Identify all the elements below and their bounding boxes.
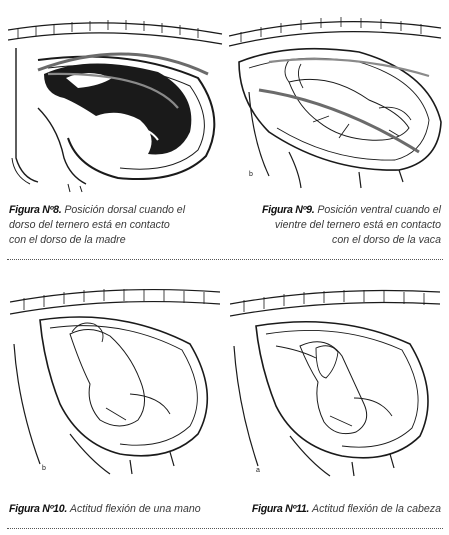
figure-11-caption: Figura Nº11. Actitud flexión de la cabez… [226,502,441,517]
dotted-separator [7,259,443,260]
dotted-separator-bottom [7,528,443,529]
figure-9-letter: b [249,171,253,178]
figure-9-text-1: Posición ventral cuando el [317,204,441,216]
figure-9-illustration: b [229,12,443,192]
figure-10-label: Figura Nº10. [9,503,67,515]
figure-10-illustration: b [10,284,222,480]
figure-8-label: Figura Nº8. [9,204,62,216]
figure-11-label: Figura Nº11. [251,503,310,515]
figure-11-text-1: Actitud flexión de la cabeza [312,503,441,515]
figure-8-text-1: Posición dorsal cuando el [64,204,186,216]
figure-9-text-3: con el dorso de la vaca [332,234,441,246]
figure-8-illustration [8,8,226,194]
figure-10-text-1: Actitud flexión de una mano [69,503,201,515]
figure-9-text-2: vientre del ternero está en contacto [274,219,441,231]
figure-8-caption: Figura Nº8. Posición dorsal cuando el do… [9,203,224,248]
figure-10-caption: Figura Nº10. Actitud flexión de una mano [9,502,229,517]
figure-9-caption: Figura Nº9. Posición ventral cuando el v… [226,203,441,248]
figure-11-illustration: a [230,286,442,482]
figure-11-letter: a [256,467,260,474]
figure-8-text-2: dorso del ternero está en contacto [9,219,170,231]
figure-10-letter: b [42,465,46,472]
figure-9-label: Figura Nº9. [262,204,315,216]
figure-8-text-3: con el dorso de la madre [9,234,126,246]
